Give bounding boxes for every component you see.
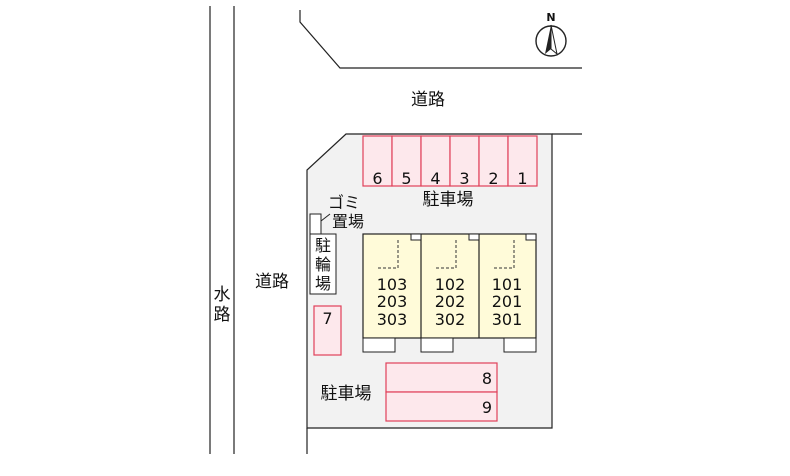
bicycle-parking xyxy=(309,233,337,295)
parking-space xyxy=(507,135,538,187)
parking-space xyxy=(385,362,498,393)
unit-number: 102 xyxy=(435,275,466,294)
parking-space-number: 9 xyxy=(482,398,492,417)
parking-space-number: 4 xyxy=(430,169,440,188)
unit-number: 303 xyxy=(377,310,408,329)
road-label-left: 道路 xyxy=(255,272,289,292)
parking-space-number: 5 xyxy=(401,169,411,188)
balcony xyxy=(503,337,537,353)
unit-number: 302 xyxy=(435,310,466,329)
parking-top-group: 6 5 4 3 2 1 xyxy=(362,135,538,188)
parking-space xyxy=(391,135,422,187)
north-arrow-icon: N xyxy=(535,11,567,57)
parking-space-side-number: 7 xyxy=(322,309,332,328)
parking-space-number: 8 xyxy=(482,369,492,388)
top-road-edge xyxy=(299,10,582,69)
apartment-building: 103 203 303 102 202 302 101 201 301 xyxy=(362,233,537,353)
building-outline xyxy=(362,233,537,339)
garbage-pointer xyxy=(320,213,331,222)
garbage-area xyxy=(309,213,322,235)
unit-number: 103 xyxy=(377,275,408,294)
waterway-label-2: 路 xyxy=(214,305,231,325)
parking-space xyxy=(362,135,393,187)
bicycle-label-2: 輪 xyxy=(315,255,331,274)
parking-space xyxy=(420,135,451,187)
unit-number: 101 xyxy=(492,275,523,294)
entrance-notch xyxy=(525,233,537,241)
parking-label-bottom: 駐車場 xyxy=(321,384,372,404)
unit-number: 203 xyxy=(377,292,408,311)
door-mark xyxy=(378,240,399,269)
parking-space xyxy=(478,135,509,187)
parking-space xyxy=(385,391,498,422)
north-label: N xyxy=(546,11,555,24)
waterway-label-bg xyxy=(212,282,232,328)
parking-space-side xyxy=(313,305,342,356)
unit-number: 201 xyxy=(492,292,523,311)
garbage-label-1: ゴミ xyxy=(328,193,360,212)
unit-number: 202 xyxy=(435,292,466,311)
door-mark xyxy=(494,240,515,269)
parking-label-top: 駐車場 xyxy=(423,190,474,210)
bicycle-label-3: 場 xyxy=(315,274,331,293)
entrance-notch xyxy=(468,233,480,241)
parking-space-number: 3 xyxy=(459,169,469,188)
parking-space-number: 2 xyxy=(488,169,498,188)
bicycle-label-1: 駐 xyxy=(315,236,331,255)
balcony xyxy=(362,337,396,353)
road-label-top: 道路 xyxy=(411,90,445,110)
waterway-label-1: 水 xyxy=(214,285,231,305)
unit-number: 301 xyxy=(492,310,523,329)
parking-space-number: 6 xyxy=(372,169,382,188)
garbage-label-2: 置場 xyxy=(332,212,364,231)
parking-space-number: 1 xyxy=(517,169,527,188)
door-mark xyxy=(436,240,457,269)
entrance-notch xyxy=(410,233,422,241)
balcony xyxy=(420,337,454,353)
